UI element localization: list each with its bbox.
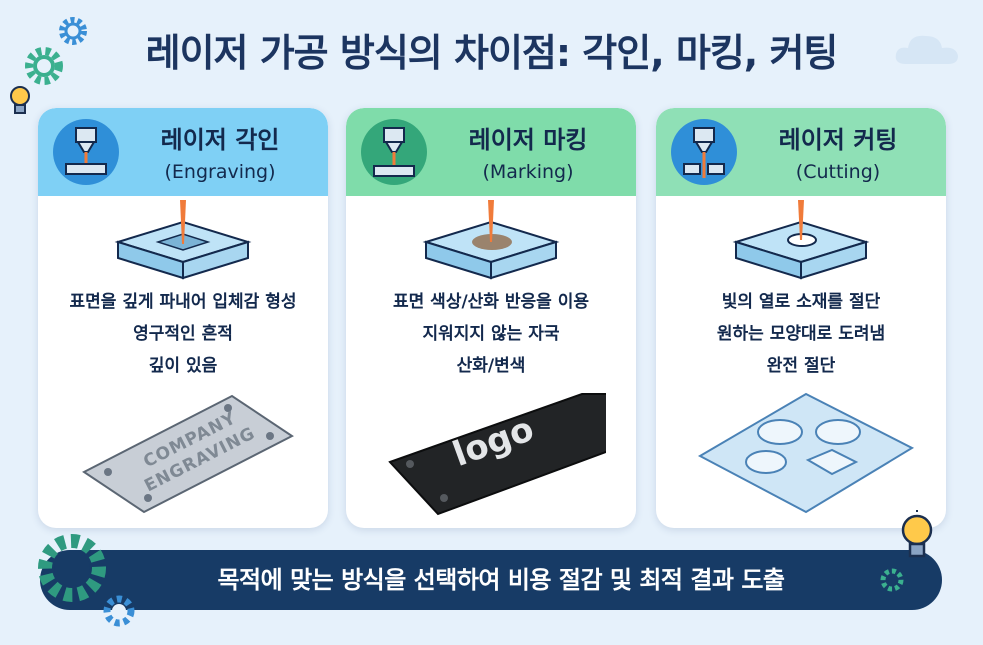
gear-icon	[103, 595, 135, 627]
engraving-illustration	[114, 200, 252, 280]
engraving-card: 레이저 각인 (Engraving) 표면을 깊게 파내어 입체감 형성 영구적…	[38, 108, 328, 528]
marking-illustration	[422, 200, 560, 280]
gear-icon	[25, 47, 63, 85]
engraving-header: 레이저 각인 (Engraving)	[38, 108, 328, 196]
marking-header: 레이저 마킹 (Marking)	[346, 108, 636, 196]
laser-head-icon	[361, 119, 427, 185]
summary-banner: 목적에 맞는 방식을 선택하여 비용 절감 및 최적 결과 도출	[40, 550, 942, 610]
card-title-ko: 레이저 각인	[160, 126, 280, 154]
marking-description: 표면 색상/산화 반응을 이용 지워지지 않는 자국 산화/변색	[392, 292, 589, 376]
cloud-icon	[895, 35, 958, 64]
lightbulb-icon	[901, 510, 933, 558]
gear-icon	[880, 568, 904, 592]
banner-text: 목적에 맞는 방식을 선택하여 비용 절감 및 최적 결과 도출	[217, 566, 785, 594]
cutting-illustration	[732, 200, 870, 280]
marking-card: 레이저 마킹 (Marking) 표면 색상/산화 반응을 이용 지워지지 않는…	[346, 108, 636, 528]
cutting-header: 레이저 커팅 (Cutting)	[656, 108, 946, 196]
card-title-ko: 레이저 마킹	[468, 126, 588, 154]
gear-icon	[38, 534, 106, 602]
marked-tag: logo	[386, 386, 606, 516]
laser-head-icon	[53, 119, 119, 185]
card-title-en: (Cutting)	[795, 161, 881, 183]
engraving-description: 표면을 깊게 파내어 입체감 형성 영구적인 흔적 깊이 있음	[69, 292, 297, 376]
card-title-en: (Engraving)	[164, 161, 276, 183]
cutting-card: 레이저 커팅 (Cutting) 빛의 열로 소재를 절단 원하는 모양대로 도…	[656, 108, 946, 528]
engraved-plate: COMPANY ENGRAVING	[78, 386, 298, 516]
gear-icon	[59, 17, 87, 45]
cutting-description: 빛의 열로 소재를 절단 원하는 모양대로 도려냄 완전 절단	[716, 292, 886, 376]
lightbulb-icon	[10, 86, 30, 114]
card-title-en: (Marking)	[482, 161, 574, 183]
cut-sheet	[697, 392, 915, 514]
laser-head-icon	[671, 119, 737, 185]
page-title: 레이저 가공 방식의 차이점: 각인, 마킹, 커팅	[145, 31, 839, 75]
card-title-ko: 레이저 커팅	[778, 126, 898, 154]
